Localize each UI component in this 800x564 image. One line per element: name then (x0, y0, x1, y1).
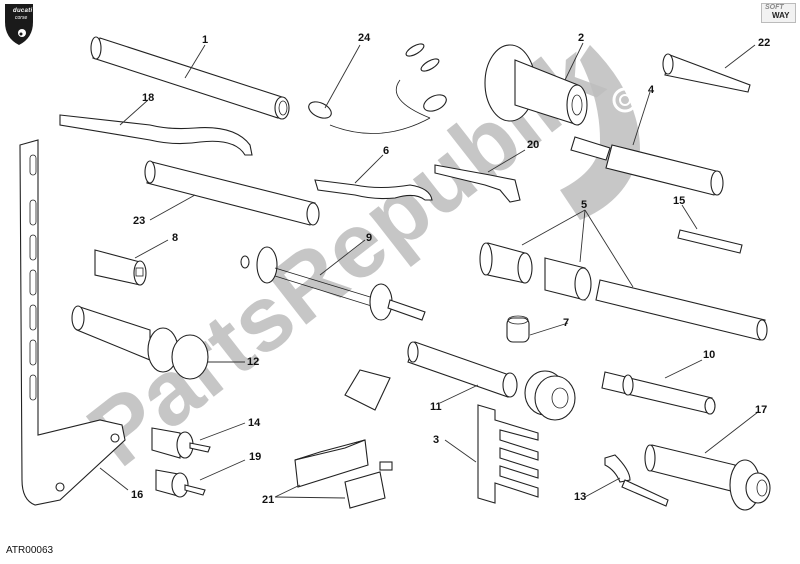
logo-line2: corse (15, 15, 28, 21)
part-9-puller-shaft (240, 239, 426, 321)
softway-logo: SOFT WAY (761, 3, 796, 23)
part-4-pin-drift (570, 91, 724, 196)
softway-line1: SOFT (765, 4, 784, 11)
callout-3[interactable]: 3 (433, 434, 440, 446)
part-16-bracket (19, 139, 129, 506)
callout-6[interactable]: 6 (383, 145, 390, 157)
part-5-bushing-set (479, 209, 768, 341)
callout-20[interactable]: 20 (527, 139, 540, 151)
part-18-hook-wrench (59, 99, 253, 156)
callout-21[interactable]: 21 (262, 494, 275, 506)
callout-8[interactable]: 8 (172, 232, 179, 244)
drawing-code: ATR00063 (6, 545, 54, 556)
part-21-box-and-jig (274, 369, 393, 509)
callout-9[interactable]: 9 (366, 232, 373, 244)
part-10-drift (601, 359, 716, 415)
ducati-corse-logo: ducati corse (4, 2, 34, 46)
part-15-pin (677, 204, 743, 254)
gear-icon (612, 87, 638, 113)
part-6-hook-wrench (314, 154, 433, 201)
softway-line2: WAY (772, 11, 790, 20)
part-14-pin-punch (151, 422, 246, 459)
part-24-cable (308, 43, 447, 134)
part-22-cone (662, 44, 756, 93)
part-23-tube (144, 160, 320, 226)
callout-12[interactable]: 12 (247, 356, 260, 368)
callout-22[interactable]: 22 (758, 37, 771, 49)
callout-14[interactable]: 14 (248, 417, 261, 429)
part-17-drift-tool (644, 411, 771, 511)
callout-19[interactable]: 19 (249, 451, 262, 463)
callout-24[interactable]: 24 (358, 32, 371, 44)
callout-11[interactable]: 11 (430, 401, 442, 413)
callout-13[interactable]: 13 (574, 491, 587, 503)
part-stepped-bush (524, 370, 576, 421)
part-12-drift (71, 305, 245, 380)
part-20-c-wrench (434, 149, 526, 203)
callout-16[interactable]: 16 (131, 489, 144, 501)
callout-23[interactable]: 23 (133, 215, 146, 227)
callout-4[interactable]: 4 (648, 84, 655, 96)
callout-10[interactable]: 10 (703, 349, 716, 361)
logo-line1: ducati (13, 8, 33, 14)
callout-17[interactable]: 17 (755, 404, 768, 416)
callout-2[interactable]: 2 (578, 32, 585, 44)
callout-5[interactable]: 5 (581, 199, 588, 211)
part-11-bar (407, 341, 518, 404)
part-19-pin-punch (155, 459, 246, 498)
part-1-tube (90, 36, 290, 120)
part-2-threaded-flange (484, 42, 588, 126)
callout-18[interactable]: 18 (142, 92, 155, 104)
part-8-socket (94, 239, 169, 286)
callout-1[interactable]: 1 (202, 34, 209, 46)
callout-15[interactable]: 15 (673, 195, 686, 207)
part-3-comb-plate (444, 404, 539, 504)
part-13-hook-pin (584, 454, 669, 507)
part-7-bush (506, 315, 569, 343)
callout-7[interactable]: 7 (563, 317, 570, 329)
